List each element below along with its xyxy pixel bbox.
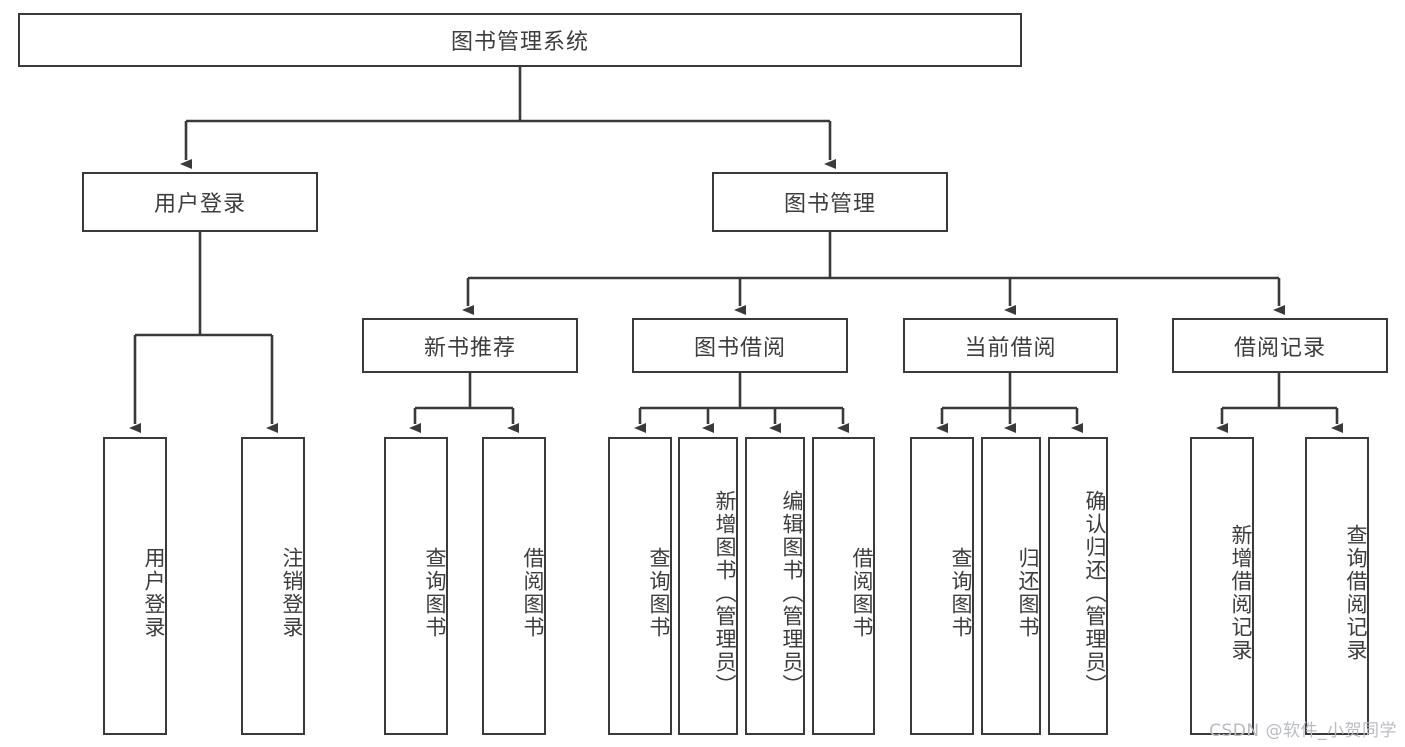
- leaf-label: 确认归还（管理员）: [1083, 489, 1107, 697]
- leaf-label: 借阅图书: [850, 547, 874, 639]
- leaf-add-book-admin[interactable]: 新增图书（管理员）: [678, 437, 738, 735]
- leaf-label: 查询图书: [647, 547, 671, 639]
- node-book-borrow[interactable]: 图书借阅: [632, 318, 848, 373]
- watermark-credit: CSDN @软件_小贺同学: [1209, 721, 1397, 741]
- node-user-login[interactable]: 用户登录: [82, 172, 318, 232]
- node-new-book-recommend[interactable]: 新书推荐: [362, 318, 578, 373]
- leaf-label: 归还图书: [1016, 547, 1040, 639]
- leaf-label: 新增借阅记录: [1229, 524, 1253, 662]
- leaf-confirm-return-admin[interactable]: 确认归还（管理员）: [1048, 437, 1108, 735]
- leaf-label: 新增图书（管理员）: [713, 489, 737, 697]
- leaf-label: 用户登录: [142, 547, 166, 639]
- leaf-label: 查询借阅记录: [1344, 524, 1368, 662]
- leaf-return-book[interactable]: 归还图书: [981, 437, 1041, 735]
- node-current-borrow[interactable]: 当前借阅: [903, 318, 1118, 373]
- leaf-query-book-current[interactable]: 查询图书: [910, 437, 974, 735]
- node-borrow-records[interactable]: 借阅记录: [1172, 318, 1388, 373]
- leaf-query-book-borrow[interactable]: 查询图书: [608, 437, 672, 735]
- leaf-logout[interactable]: 注销登录: [241, 437, 305, 735]
- leaf-query-book-recommend[interactable]: 查询图书: [384, 437, 448, 735]
- leaf-label: 注销登录: [280, 547, 304, 639]
- leaf-borrow-book[interactable]: 借阅图书: [812, 437, 875, 735]
- leaf-label: 查询图书: [949, 547, 973, 639]
- leaf-edit-book-admin[interactable]: 编辑图书（管理员）: [745, 437, 805, 735]
- leaf-add-borrow-record[interactable]: 新增借阅记录: [1190, 437, 1254, 735]
- leaf-borrow-book-recommend[interactable]: 借阅图书: [482, 437, 546, 735]
- leaf-label: 借阅图书: [521, 547, 545, 639]
- leaf-label: 编辑图书（管理员）: [780, 489, 804, 697]
- node-root[interactable]: 图书管理系统: [18, 13, 1022, 67]
- leaf-label: 查询图书: [423, 547, 447, 639]
- leaf-query-borrow-record[interactable]: 查询借阅记录: [1305, 437, 1369, 735]
- leaf-user-login[interactable]: 用户登录: [103, 437, 167, 735]
- node-book-management[interactable]: 图书管理: [712, 172, 948, 232]
